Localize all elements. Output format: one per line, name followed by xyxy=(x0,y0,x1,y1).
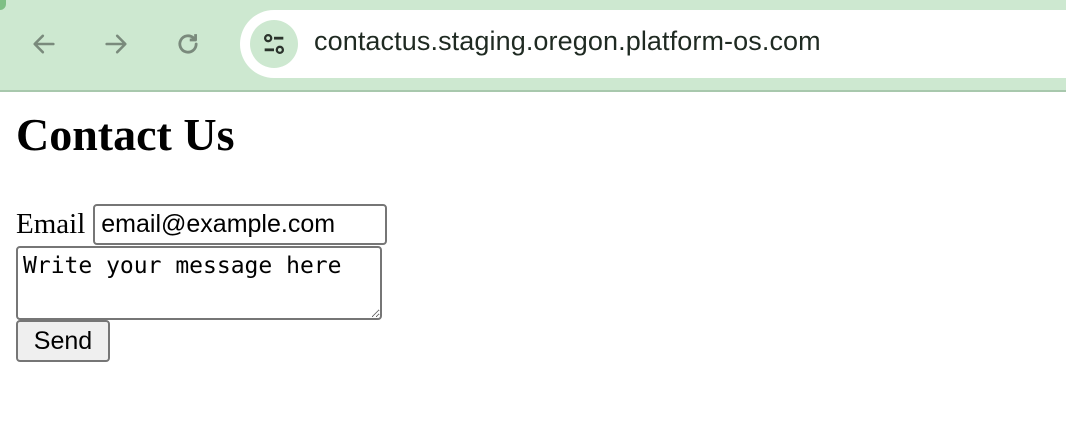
reload-icon xyxy=(178,34,198,54)
reload-button[interactable] xyxy=(168,24,208,64)
forward-button[interactable] xyxy=(96,24,136,64)
page-title: Contact Us xyxy=(16,109,235,160)
site-info-button[interactable] xyxy=(250,20,298,68)
message-textarea[interactable]: Write your message here xyxy=(16,246,382,320)
send-button[interactable]: Send xyxy=(16,320,110,362)
email-label: Email xyxy=(16,208,86,240)
tune-icon xyxy=(263,33,285,55)
email-row: Email xyxy=(16,204,388,245)
browser-toolbar: contactus.staging.oregon.platform-os.com xyxy=(0,0,1066,92)
arrow-right-icon xyxy=(105,34,127,54)
email-input[interactable] xyxy=(93,204,388,245)
window-corner xyxy=(0,0,6,10)
page-content: Contact Us Email Write your message here… xyxy=(16,92,1066,422)
url-text[interactable]: contactus.staging.oregon.platform-os.com xyxy=(314,26,821,56)
back-button[interactable] xyxy=(24,24,64,64)
arrow-left-icon xyxy=(33,34,55,54)
address-bar[interactable]: contactus.staging.oregon.platform-os.com xyxy=(240,10,1066,78)
